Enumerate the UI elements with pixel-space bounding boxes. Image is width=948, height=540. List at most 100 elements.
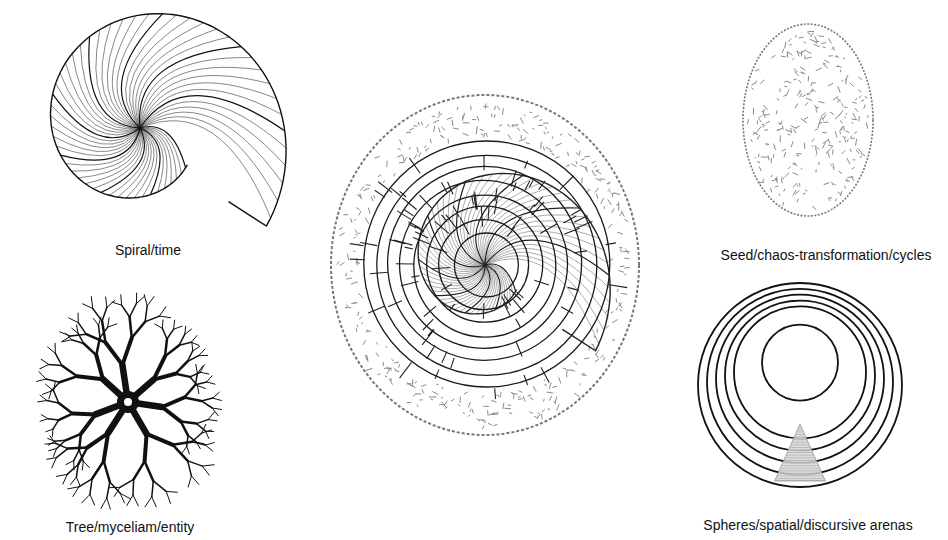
tree-branch: [108, 318, 109, 327]
tree-branch: [107, 498, 111, 509]
tree-branch: [37, 379, 46, 381]
tree-branch: [46, 379, 60, 382]
tree-branch: [205, 443, 214, 446]
tree-branch: [49, 365, 62, 366]
tree-core: [117, 391, 139, 413]
tree-branch: [154, 374, 176, 380]
seed-dashes: [748, 31, 869, 209]
tree-branch: [166, 491, 170, 503]
tree-branch: [107, 482, 110, 498]
ring: [439, 220, 529, 310]
tree-branch: [59, 403, 73, 414]
tree-branch: [82, 461, 83, 470]
ring: [454, 233, 518, 297]
tree-branch: [191, 476, 198, 485]
tree-branch: [207, 376, 213, 382]
tree-branch: [162, 328, 167, 339]
tree-branch: [122, 305, 130, 317]
ring: [414, 195, 556, 337]
tree-branch: [208, 420, 217, 421]
tree-branch: [79, 450, 83, 461]
ring: [388, 166, 582, 360]
tree-branch: [134, 461, 145, 479]
tree-branch: [166, 491, 177, 493]
tree-branch: [55, 440, 66, 442]
figure-caption: Spheres/spatial/discursive arenas: [703, 517, 912, 534]
tree-branch: [60, 376, 77, 382]
seed-outline: [743, 24, 873, 216]
tree-branch: [130, 304, 137, 318]
tree-branch: [162, 407, 181, 422]
tree-branch: [110, 482, 120, 493]
tree-branch: [153, 481, 166, 492]
tree-branch: [187, 435, 188, 446]
tree-branch: [90, 494, 95, 505]
tree-branch: [120, 493, 124, 503]
spiral-ribs: [51, 14, 287, 218]
tree-branch: [152, 481, 154, 497]
tree-branch: [202, 465, 214, 466]
tree-branch: [104, 461, 110, 482]
tree-branch: [133, 495, 138, 506]
tree-branch: [66, 461, 74, 465]
ring: [377, 155, 597, 375]
tree-branch: [96, 338, 100, 356]
tree-branch: [191, 336, 197, 343]
tree-branch: [185, 329, 192, 334]
tree-branch: [66, 333, 72, 340]
tree-branch: [78, 323, 86, 335]
tree-branch: [144, 295, 147, 306]
tree-branch: [130, 317, 132, 338]
sphere-ring: [762, 325, 838, 401]
tree-branch: [69, 318, 79, 323]
tree-branch: [68, 487, 79, 489]
tree-branch: [197, 420, 209, 424]
tree-branch: [191, 342, 193, 351]
tree-branch: [47, 458, 57, 460]
tree-branch: [40, 419, 48, 422]
tree-branch: [187, 356, 198, 362]
figure-caption: Seed/chaos-transformation/cycles: [721, 247, 932, 264]
tree-branch: [83, 304, 93, 309]
tree-branch: [187, 446, 190, 454]
tree-branch: [55, 343, 56, 353]
tree-branch: [83, 461, 89, 467]
tree-branch: [77, 376, 103, 379]
tree-branch: [68, 448, 88, 449]
tree-branch: [192, 433, 202, 442]
tree-branch: [201, 401, 212, 408]
tree-branch: [200, 372, 209, 374]
tree-branch: [55, 353, 61, 365]
tree-branch: [175, 374, 190, 377]
tree-branch: [181, 422, 188, 436]
tree-branch: [106, 297, 107, 307]
tree-branch: [174, 320, 175, 329]
tree-branch: [165, 345, 179, 356]
tree-branch: [48, 419, 59, 420]
tree-branch: [136, 296, 144, 303]
tree-branch: [90, 479, 92, 495]
tree-branch: [49, 449, 57, 451]
tree-branch: [184, 385, 195, 398]
tree-hole: [124, 398, 132, 406]
tree-branch: [202, 466, 209, 475]
tree-branch: [173, 442, 192, 445]
tree-branch: [174, 326, 183, 329]
tree-branch: [52, 429, 54, 436]
spiral-outline: [51, 14, 287, 226]
tree-branch: [99, 317, 102, 325]
chaos-dashes: [337, 104, 630, 430]
tree-branch: [159, 307, 166, 316]
tree-branch: [51, 382, 60, 391]
tree-branch: [136, 293, 137, 304]
tree-branch: [56, 449, 67, 458]
tree-branch: [42, 415, 48, 419]
tree-branch: [74, 450, 79, 461]
tree-branch: [63, 340, 72, 342]
tree-branch: [48, 441, 54, 445]
tree-branch: [81, 414, 96, 434]
tree-branch: [96, 355, 103, 379]
tree-branch: [56, 474, 67, 476]
tree-branch: [54, 391, 59, 403]
tree-branch: [93, 319, 98, 326]
